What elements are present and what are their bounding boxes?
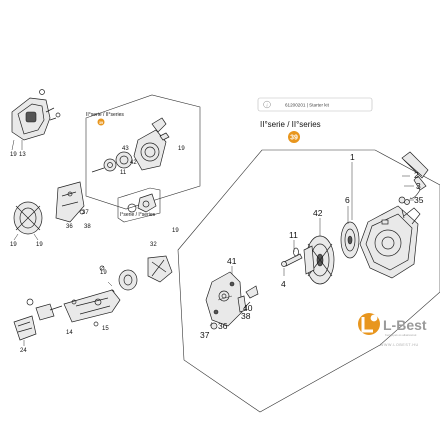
overview-frame: [85, 94, 201, 210]
overview-label: 42: [130, 160, 137, 166]
svg-text:39: 39: [99, 121, 103, 125]
overview-label: 32: [150, 242, 157, 248]
overview-label: 19: [178, 146, 185, 152]
detail-labels: 1 2 3 35 6 42 11 4 41 37 36 38 40: [200, 152, 424, 340]
detail-diagram: i 61200201 | Starter kit II°serie / II°s…: [177, 97, 440, 413]
overview-label: 11: [120, 170, 127, 176]
part-label: 35: [414, 195, 424, 205]
overview-label: 36: [66, 224, 73, 230]
logo-brand: L-Best: [383, 317, 427, 333]
overview-badge[interactable]: 39: [97, 118, 105, 126]
lbest-logo[interactable]: L-Best Kertgépek és alkatrészek WWW.LOBE…: [358, 313, 427, 347]
overview-first-series: [127, 193, 157, 213]
overview-flywheel: [13, 181, 85, 241]
part-label: 42: [313, 208, 323, 218]
starter-handle: [398, 151, 429, 205]
leader-line: [217, 295, 233, 301]
part-label: 11: [289, 230, 298, 240]
overview-starter-cluster: [91, 117, 170, 173]
overview-label: 37: [82, 210, 89, 216]
part-label: 40: [243, 303, 253, 313]
screw: [281, 247, 303, 267]
overview-label: 24: [20, 348, 27, 354]
overview-label: 43: [122, 146, 129, 152]
overview-housing: [11, 89, 61, 151]
logo-url: WWW.LOBEST.HU: [380, 343, 419, 347]
overview-shaft: [13, 289, 121, 346]
info-box-text: 61200201 | Starter kit: [285, 102, 330, 107]
overview-label: 19: [100, 270, 107, 276]
overview-label: 19: [172, 228, 179, 234]
part-label: 36: [218, 321, 228, 331]
part-badge[interactable]: 39: [288, 131, 300, 143]
detail-frame: [177, 149, 440, 413]
info-icon: [263, 100, 271, 109]
leader-line: [209, 321, 213, 327]
part-label: 38: [241, 311, 251, 321]
overview-labels: 19 13 19 19 37 36 38 43 42 11 19 19 19 1…: [10, 112, 185, 354]
part-label: 6: [345, 195, 350, 205]
part-label: 41: [227, 256, 237, 266]
logo-tagline: Kertgépek és alkatrészek: [385, 333, 417, 337]
detail-series-label: II°serie / II°series: [260, 120, 321, 129]
overview-clutch: [99, 255, 173, 295]
overview-label: 14: [66, 330, 73, 336]
overview-diagram: [11, 89, 201, 346]
overview-label: 38: [84, 224, 91, 230]
part-label: 3: [416, 181, 421, 191]
part-label: 1: [350, 152, 355, 162]
overview-series-label: II°serie / II°series: [86, 112, 124, 118]
pawl-plate: [205, 271, 259, 330]
overview-label: 19: [10, 152, 17, 158]
overview-label: 15: [102, 326, 109, 332]
overview-label: 13: [19, 152, 26, 158]
overview-first-series-label: I°serie / I°series: [120, 212, 156, 218]
starter-housing: [359, 205, 421, 279]
part-label: 37: [200, 330, 210, 340]
overview-subframe: [117, 187, 161, 223]
info-box: i 61200201 | Starter kit: [257, 97, 373, 112]
part-badge-label: 39: [290, 135, 298, 142]
svg-text:i: i: [266, 102, 268, 107]
part-label: 2: [414, 170, 419, 180]
overview-label: 19: [10, 242, 17, 248]
rope-pulley: [340, 221, 360, 259]
overview-label: 19: [36, 242, 43, 248]
part-label: 4: [281, 279, 286, 289]
spring-pulley: [303, 235, 335, 285]
